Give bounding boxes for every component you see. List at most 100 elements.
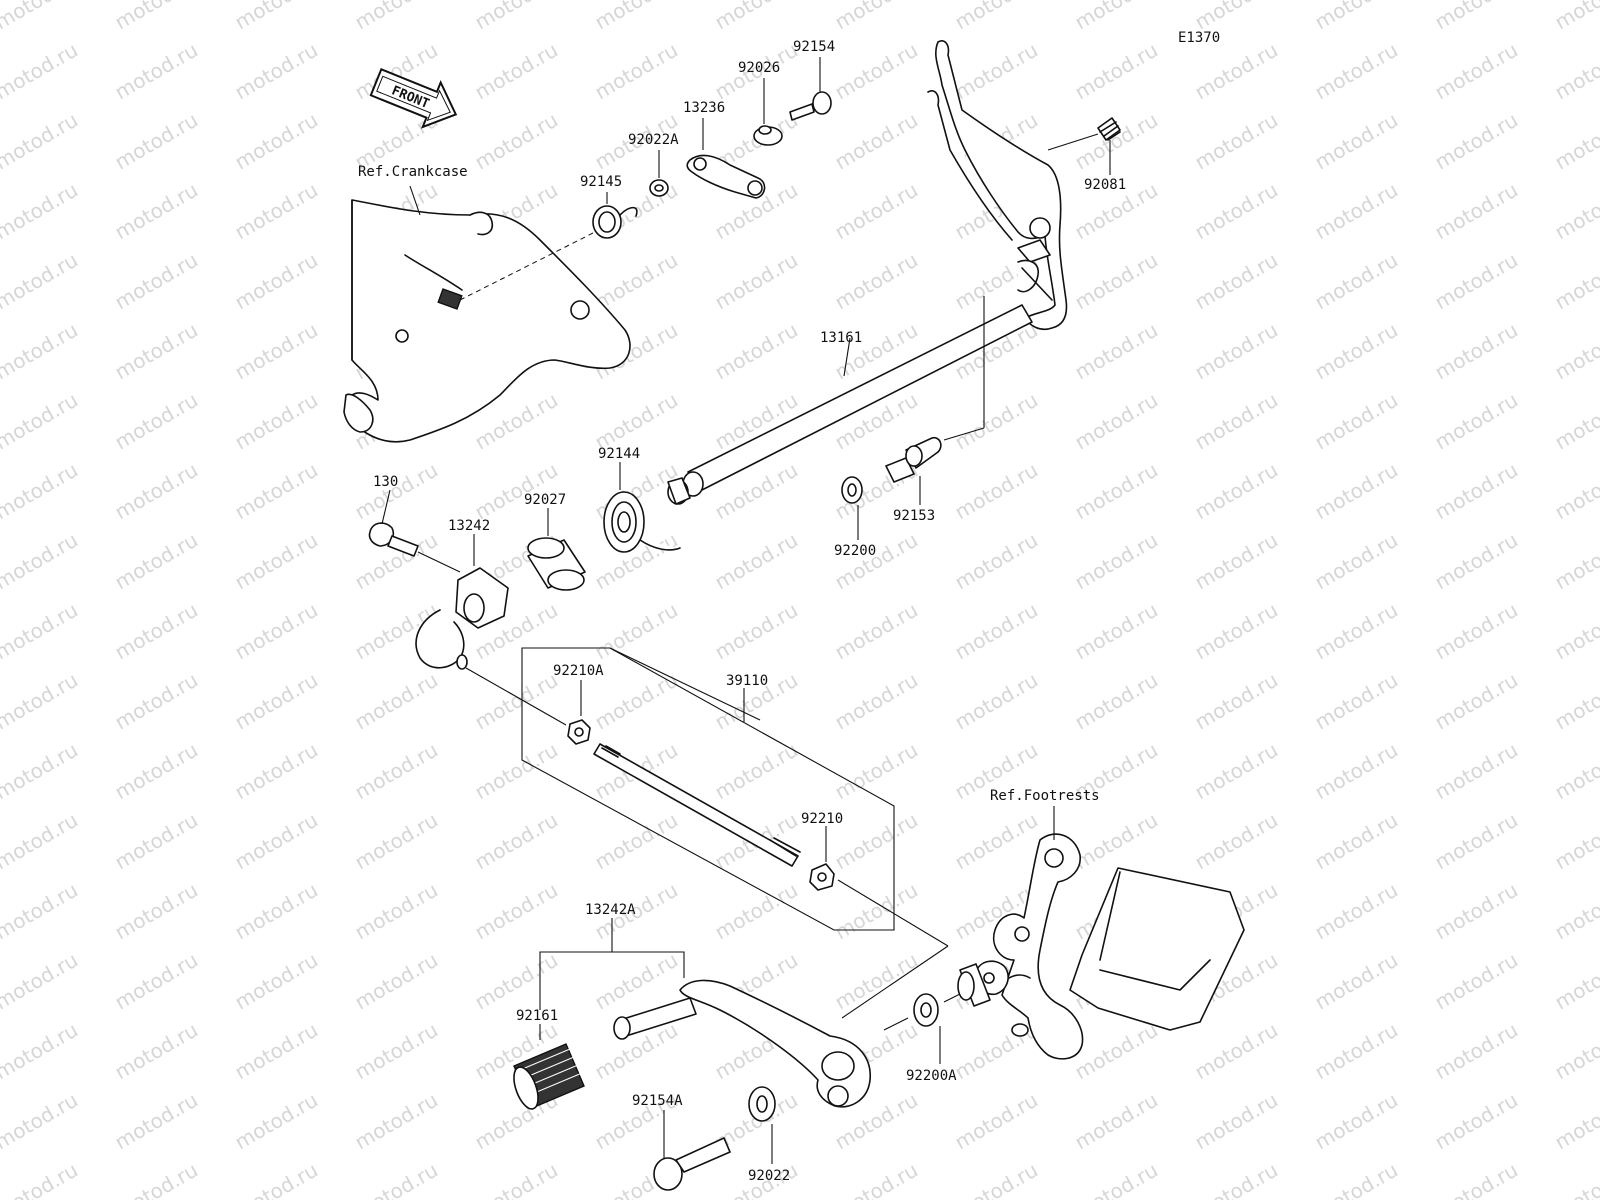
watermark-text: motod.ru [1431, 1088, 1522, 1155]
watermark-text: motod.ru [231, 738, 322, 805]
part-rod [593, 743, 801, 867]
watermark-text: motod.ru [831, 738, 922, 805]
watermark-text: motod.ru [1551, 1018, 1600, 1085]
watermark-text: motod.ru [591, 808, 682, 875]
watermark-text: motod.ru [111, 38, 202, 105]
watermark-text: motod.ru [831, 808, 922, 875]
watermark-text: motod.ru [1431, 808, 1522, 875]
watermark-text: motod.ru [1551, 808, 1600, 875]
watermark-text: motod.ru [231, 878, 322, 945]
watermark-text: motod.ru [1431, 248, 1522, 315]
watermark-text: motod.ru [351, 738, 442, 805]
watermark-text: motod.ru [0, 738, 82, 805]
part-13242A [613, 979, 871, 1108]
watermark-text: motod.ru [1551, 668, 1600, 735]
watermark-text: motod.ru [1551, 458, 1600, 525]
watermark-text: motod.ru [1431, 178, 1522, 245]
label-92200: 92200 [834, 543, 876, 559]
label-92022A: 92022A [628, 132, 679, 148]
watermark-text: motod.ru [1551, 878, 1600, 945]
label-92153: 92153 [893, 508, 935, 524]
watermark-text: motod.ru [1191, 1088, 1282, 1155]
watermark-text: motod.ru [1431, 38, 1522, 105]
ref-footrests: Ref.Footrests [990, 788, 1100, 804]
watermark-text: motod.ru [231, 388, 322, 455]
watermark-text: motod.ru [231, 668, 322, 735]
watermark-text: motod.ru [1191, 318, 1282, 385]
watermark-text: motod.ru [1431, 108, 1522, 175]
watermark-text: motod.ru [951, 388, 1042, 455]
watermark-text: motod.ru [1311, 38, 1402, 105]
label-92161: 92161 [516, 1008, 558, 1024]
watermark-text: motod.ru [1071, 1018, 1162, 1085]
watermark-text: motod.ru [111, 318, 202, 385]
label-13242: 13242 [448, 518, 490, 534]
watermark-text: motod.ru [591, 0, 682, 34]
watermark-text: motod.ru [591, 668, 682, 735]
watermark-text: motod.ru [1191, 248, 1282, 315]
watermark-text: motod.ru [591, 388, 682, 455]
part-92200 [841, 476, 863, 504]
part-92144 [603, 491, 681, 553]
watermark-text: motod.ru [711, 248, 802, 315]
watermark-text: motod.ru [111, 178, 202, 245]
watermark-text: motod.ru [111, 1088, 202, 1155]
label-13236: 13236 [683, 100, 725, 116]
watermark-text: motod.ru [111, 598, 202, 665]
watermark-text: motod.ru [951, 598, 1042, 665]
crankcase-reference [343, 199, 631, 443]
watermark-text: motod.ru [1311, 388, 1402, 455]
watermark-text: motod.ru [1551, 388, 1600, 455]
watermark-text: motod.ru [1191, 1158, 1282, 1200]
watermark-text: motod.ru [0, 388, 82, 455]
watermark-text: motod.ru [1071, 528, 1162, 595]
watermark-text: motod.ru [351, 1088, 442, 1155]
watermark-text: motod.ru [1431, 318, 1522, 385]
label-39110: 39110 [726, 673, 768, 689]
watermark-text: motod.ru [1071, 1088, 1162, 1155]
watermark-text: motod.ru [831, 598, 922, 665]
part-92081 [1097, 117, 1121, 141]
part-92200A [913, 993, 939, 1027]
watermark-text: motod.ru [1431, 738, 1522, 805]
watermark-text: motod.ru [111, 878, 202, 945]
watermark-text: motod.ru [1191, 108, 1282, 175]
watermark-text: motod.ru [1191, 808, 1282, 875]
label-92200A: 92200A [906, 1068, 957, 1084]
watermark-text: motod.ru [1551, 598, 1600, 665]
watermark-text: motod.ru [1311, 598, 1402, 665]
watermark-text: motod.ru [0, 878, 82, 945]
part-92154A [653, 1137, 731, 1191]
watermark-text: motod.ru [1431, 528, 1522, 595]
watermark-text: motod.ru [1431, 1158, 1522, 1200]
watermark-text: motod.ru [231, 318, 322, 385]
watermark-text: motod.ru [0, 1088, 82, 1155]
part-92153 [885, 436, 942, 483]
watermark-text: motod.ru [1191, 1018, 1282, 1085]
watermark-text: motod.ru [111, 528, 202, 595]
watermark-text: motod.ru [111, 1158, 202, 1200]
label-92081: 92081 [1084, 177, 1126, 193]
watermark-text: motod.ru [1191, 528, 1282, 595]
watermark-text: motod.ru [831, 948, 922, 1015]
watermark-text: motod.ru [1551, 108, 1600, 175]
part-92161 [513, 1043, 585, 1110]
part-92022A [649, 179, 669, 197]
watermark-text: motod.ru [0, 318, 82, 385]
watermark-text: motod.ru [1431, 948, 1522, 1015]
watermark-text: motod.ru [1311, 738, 1402, 805]
watermark-text: motod.ru [231, 248, 322, 315]
watermark-text: motod.ru [471, 38, 562, 105]
watermark-text: motod.ru [1311, 878, 1402, 945]
watermark-text: motod.ru [471, 668, 562, 735]
watermark-text: motod.ru [1551, 1158, 1600, 1200]
watermark-text: motod.ru [1551, 0, 1600, 34]
watermark-text: motod.ru [0, 948, 82, 1015]
watermark-text: motod.ru [951, 458, 1042, 525]
watermark-text: motod.ru [1071, 0, 1162, 34]
watermark-text: motod.ru [1551, 248, 1600, 315]
watermark-text: motod.ru [231, 1088, 322, 1155]
watermark-text: motod.ru [1431, 878, 1522, 945]
watermark-text: motod.ru [1431, 668, 1522, 735]
